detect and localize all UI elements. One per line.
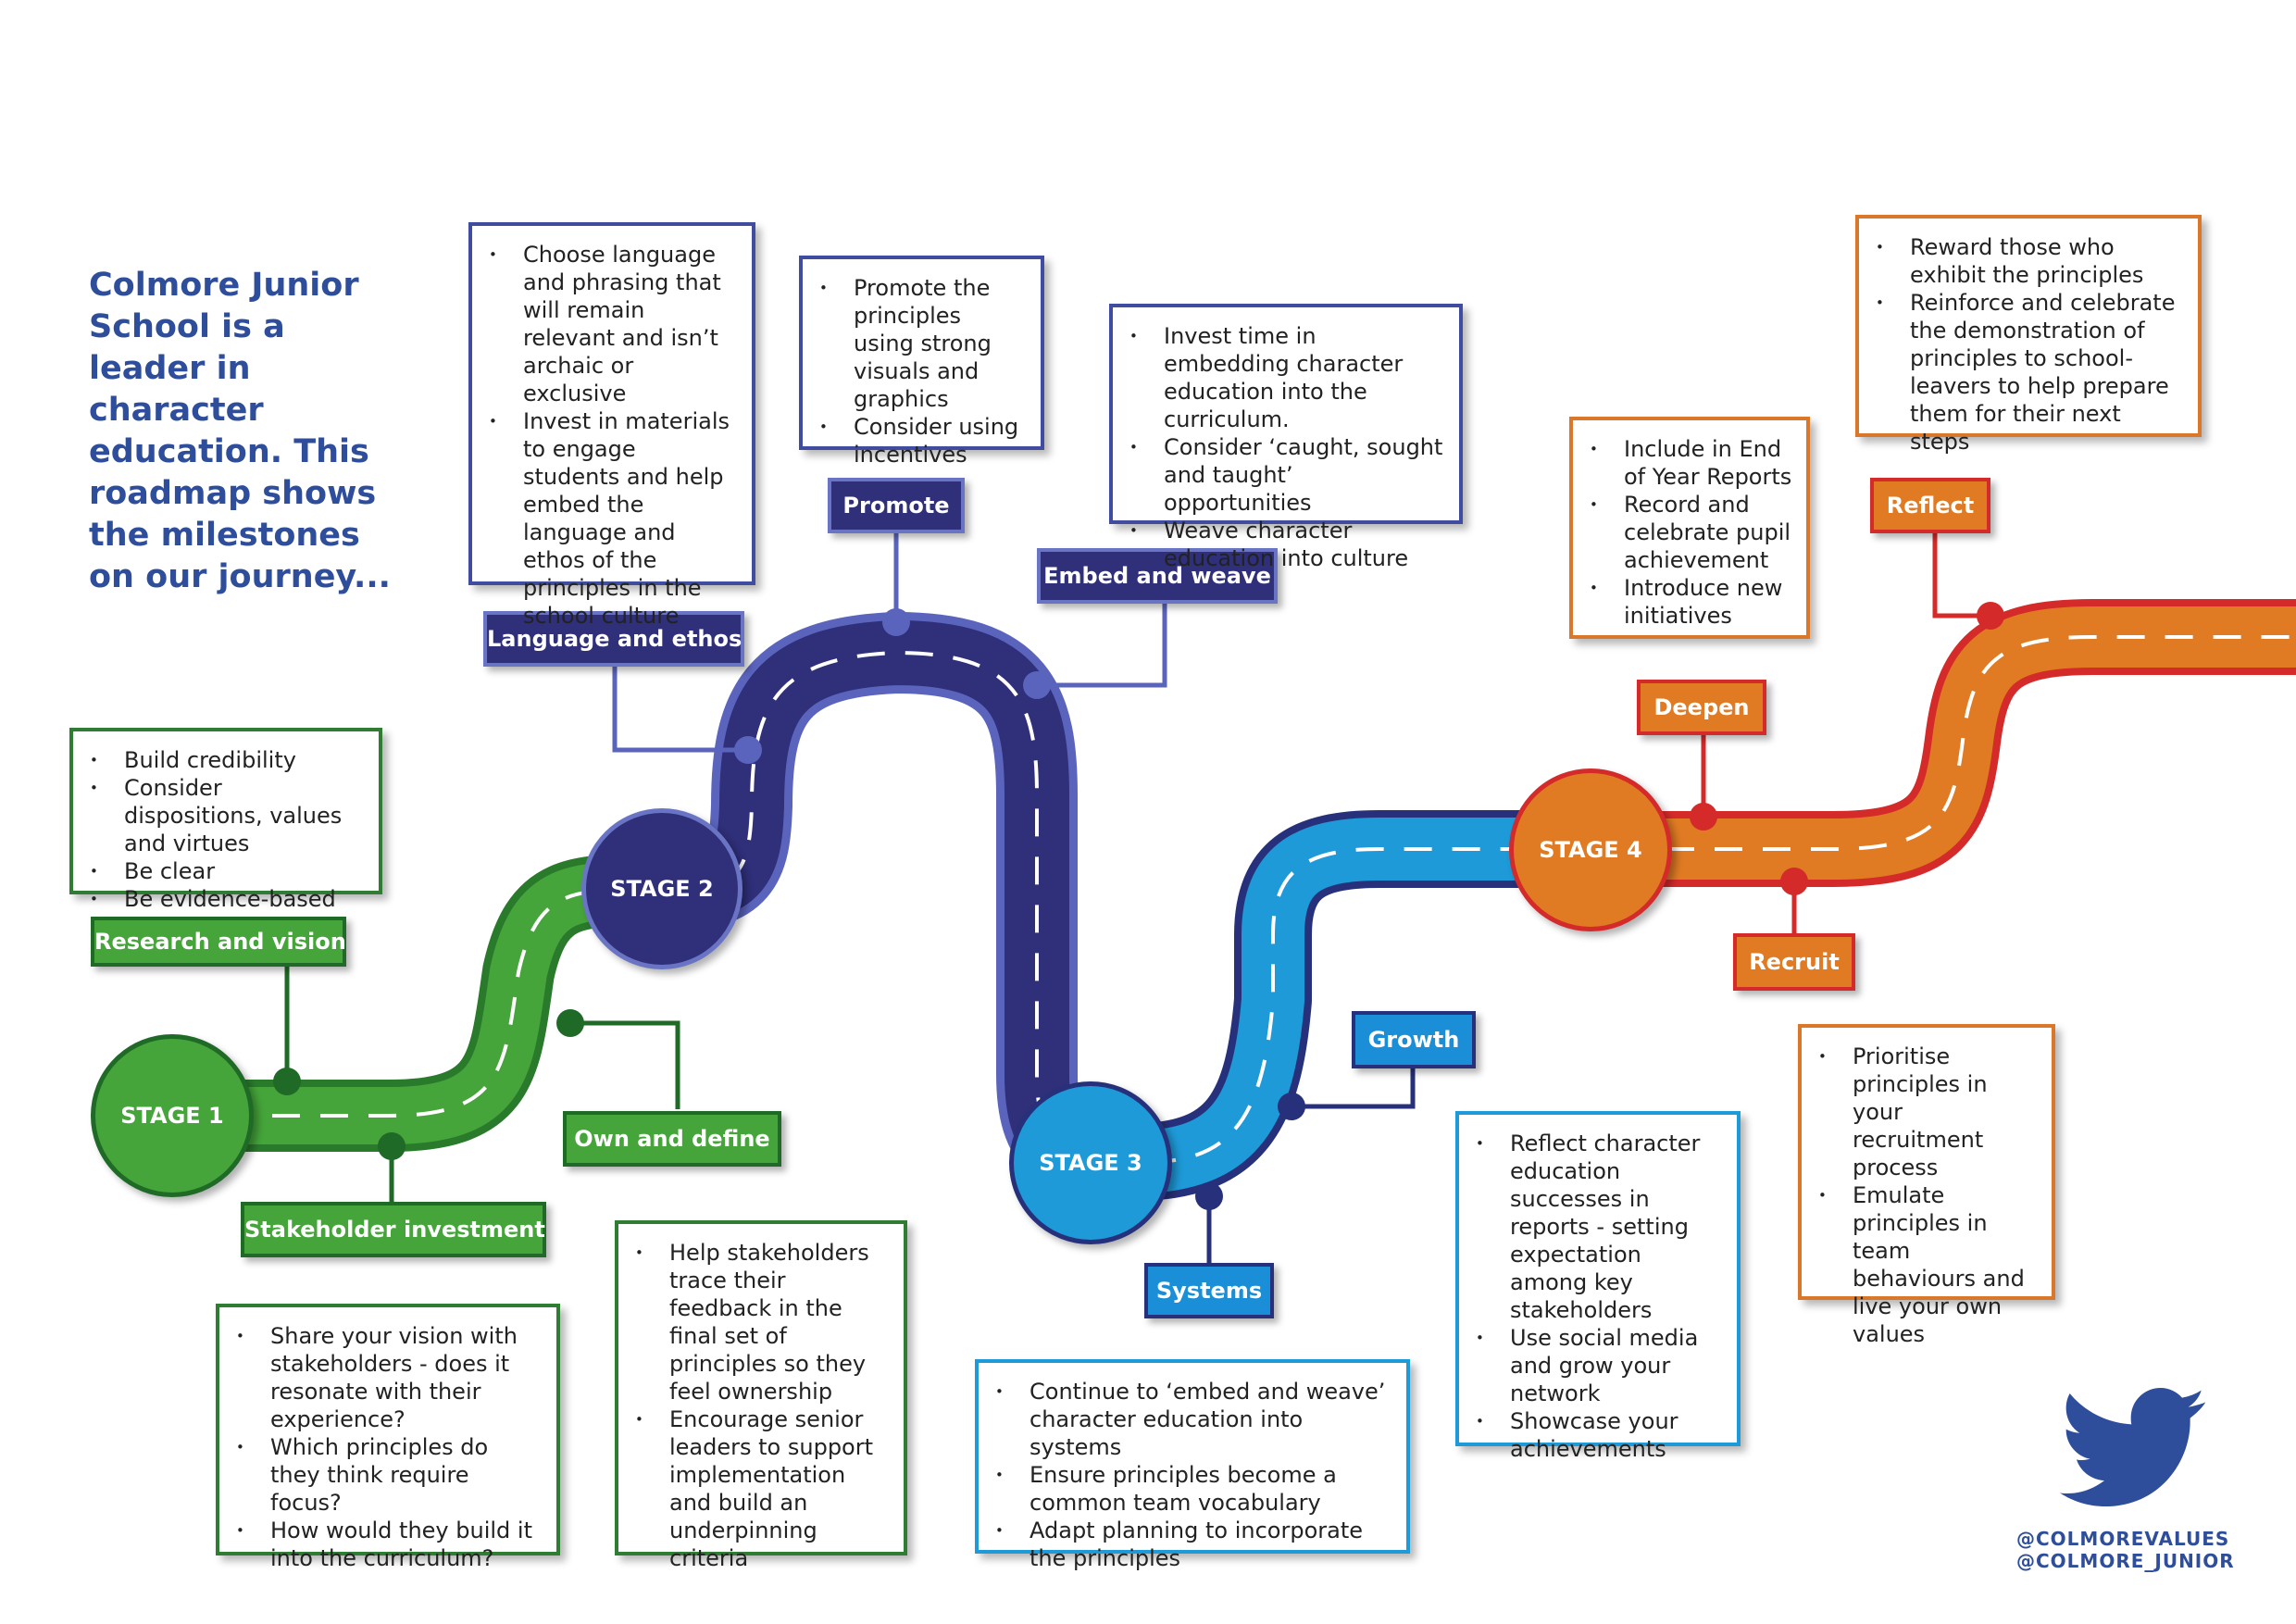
label-systems: Systems <box>1144 1263 1274 1318</box>
label-own-and-define: Own and define <box>563 1111 781 1167</box>
bullet: Be clear <box>86 857 366 885</box>
stage-4-circle: STAGE 4 <box>1509 768 1672 931</box>
dot-deepen <box>1690 803 1717 831</box>
bullet: Adapt planning to incorporate the princi… <box>992 1517 1393 1572</box>
connector-growth <box>1292 1067 1416 1109</box>
dot-stakeholder <box>378 1132 406 1160</box>
bullet: Introduce new initiatives <box>1586 574 1793 630</box>
bullet: Reinforce and celebrate the demonstratio… <box>1872 289 2185 456</box>
label-growth: Growth <box>1352 1011 1476 1068</box>
bullet: Encourage senior leaders to support impl… <box>631 1405 891 1572</box>
bullet: Use social media and grow your network <box>1472 1324 1724 1407</box>
bullet: Include in End of Year Reports <box>1586 435 1793 491</box>
bullet: Share your vision with stakeholders - do… <box>232 1322 543 1433</box>
bullet: Continue to ‘embed and weave’ character … <box>992 1378 1393 1461</box>
box-growth: Reflect character education successes in… <box>1455 1111 1741 1462</box>
connector-reflect <box>1932 531 1990 618</box>
dot-systems <box>1195 1182 1223 1210</box>
road-blue-dash <box>1147 847 1565 1164</box>
box-own-and-define: Help stakeholders trace their feedback i… <box>615 1220 907 1571</box>
bullet: Consider ‘caught, sought and taught’ opp… <box>1126 433 1446 517</box>
dot-promote <box>882 608 910 636</box>
bullet: Invest in materials to engage students a… <box>485 407 739 630</box>
label-deepen: Deepen <box>1637 680 1766 735</box>
intro-heading: Colmore Junior School is a leader in cha… <box>89 267 391 595</box>
dot-own <box>556 1009 584 1037</box>
label-research-and-vision: Research and vision <box>91 917 346 967</box>
bullet: Reflect character education successes in… <box>1472 1130 1724 1324</box>
label-recruit: Recruit <box>1733 933 1855 991</box>
stage-2-circle: STAGE 2 <box>581 808 742 969</box>
road-orange-dash <box>1666 635 2296 851</box>
dot-research <box>273 1068 301 1095</box>
bullet: Consider using incentives <box>816 413 1028 468</box>
label-promote: Promote <box>828 478 965 533</box>
box-embed-and-weave: Invest time in embedding character educa… <box>1109 304 1463 571</box>
twitter-bird-icon <box>2060 1388 2206 1506</box>
box-promote: Promote the principles using strong visu… <box>799 256 1044 468</box>
bullet: Be evidence-based <box>86 885 366 913</box>
bullet: Weave character education into culture <box>1126 517 1446 572</box>
box-deepen: Include in End of Year Reports Record an… <box>1569 417 1810 639</box>
stage-1-circle: STAGE 1 <box>91 1034 254 1197</box>
connector-embed <box>1037 600 1167 688</box>
bullet: Prioritise principles in your recruitmen… <box>1815 1043 2039 1181</box>
label-stakeholder-investment: Stakeholder investment <box>241 1202 546 1257</box>
box-research-and-vision: Build credibility Consider dispositions,… <box>69 728 382 913</box>
bullet: Help stakeholders trace their feedback i… <box>631 1239 891 1405</box>
bullet: Showcase your achievements <box>1472 1407 1724 1463</box>
bullet: Build credibility <box>86 746 366 774</box>
bullet: Which principles do they think require f… <box>232 1433 543 1517</box>
bullet: How would they build it into the curricu… <box>232 1517 543 1572</box>
bullet: Consider dispositions, values and virtue… <box>86 774 366 857</box>
box-systems: Continue to ‘embed and weave’ character … <box>975 1359 1410 1571</box>
connector-own <box>570 1020 680 1109</box>
bullet: Ensure principles become a common team v… <box>992 1461 1393 1517</box>
box-reflect: Reward those who exhibit the principles … <box>1855 215 2202 455</box>
box-language-and-ethos: Choose language and phrasing that will r… <box>468 222 755 629</box>
dot-recruit <box>1780 868 1808 895</box>
dot-reflect <box>1977 602 2004 630</box>
twitter-handle-junior[interactable]: @COLMORE_JUNIOR <box>2016 1550 2235 1572</box>
dot-embed <box>1023 671 1051 699</box>
label-reflect: Reflect <box>1870 478 1990 533</box>
dot-language <box>734 736 762 764</box>
bullet: Reward those who exhibit the principles <box>1872 233 2185 289</box>
bullet: Promote the principles using strong visu… <box>816 274 1028 413</box>
box-stakeholder-investment: Share your vision with stakeholders - do… <box>216 1304 560 1571</box>
twitter-handle-values[interactable]: @COLMOREVALUES <box>2016 1528 2230 1550</box>
stage-3-circle: STAGE 3 <box>1009 1081 1172 1244</box>
bullet: Choose language and phrasing that will r… <box>485 241 739 407</box>
box-recruit: Prioritise principles in your recruitmen… <box>1798 1024 2055 1347</box>
connector-language <box>612 665 748 753</box>
bullet: Emulate principles in team behaviours an… <box>1815 1181 2039 1348</box>
dot-growth <box>1278 1093 1305 1120</box>
bullet: Invest time in embedding character educa… <box>1126 322 1446 433</box>
bullet: Record and celebrate pupil achievement <box>1586 491 1793 574</box>
